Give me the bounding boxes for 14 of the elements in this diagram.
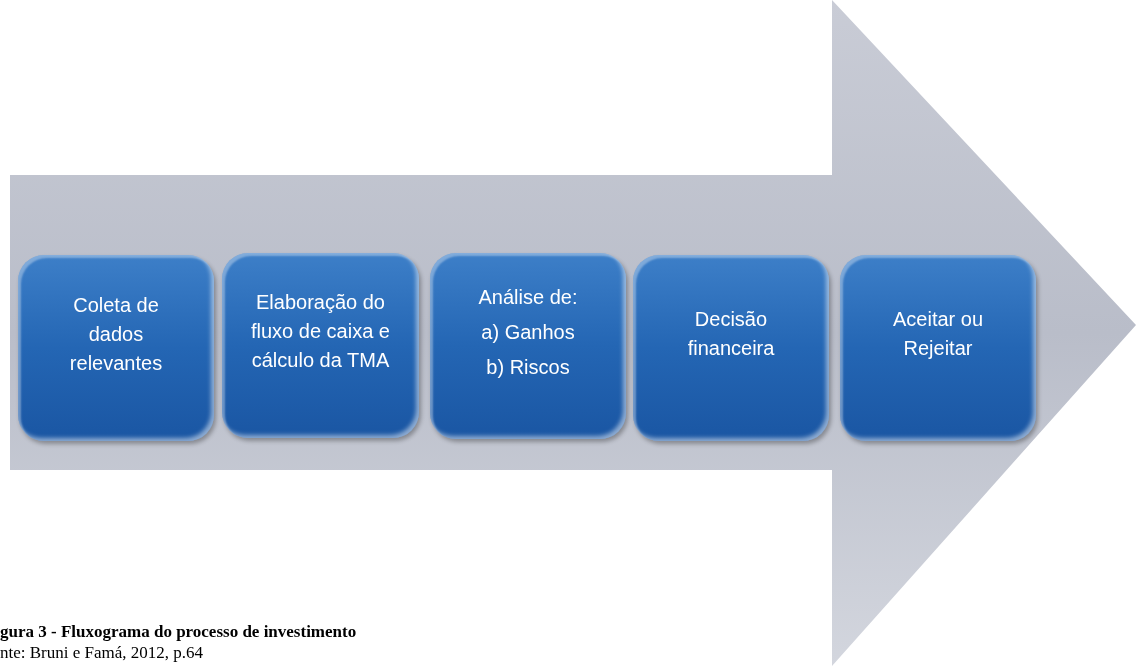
process-box bbox=[430, 253, 626, 439]
figure-caption: gura 3 - Fluxograma do processo de investimento bbox=[0, 622, 357, 642]
process-box bbox=[222, 253, 419, 438]
step-text: Elaboração do fluxo de caixa e cálculo da TMA bbox=[250, 290, 391, 373]
step-text: Aceitar ou Rejeitar bbox=[891, 307, 985, 361]
step-text: a) Ganhos bbox=[481, 319, 575, 345]
step-text: b) Riscos bbox=[486, 354, 570, 380]
process-box bbox=[840, 255, 1036, 441]
step-text: Coleta de dados relevantes bbox=[68, 292, 164, 376]
process-box bbox=[18, 255, 214, 441]
step-text: Decisão financeira bbox=[686, 307, 776, 361]
process-box bbox=[633, 255, 829, 441]
source-note: nte: Bruni e Famá, 2012, p.64 bbox=[0, 643, 204, 663]
step-text: Análise de: bbox=[478, 284, 578, 310]
